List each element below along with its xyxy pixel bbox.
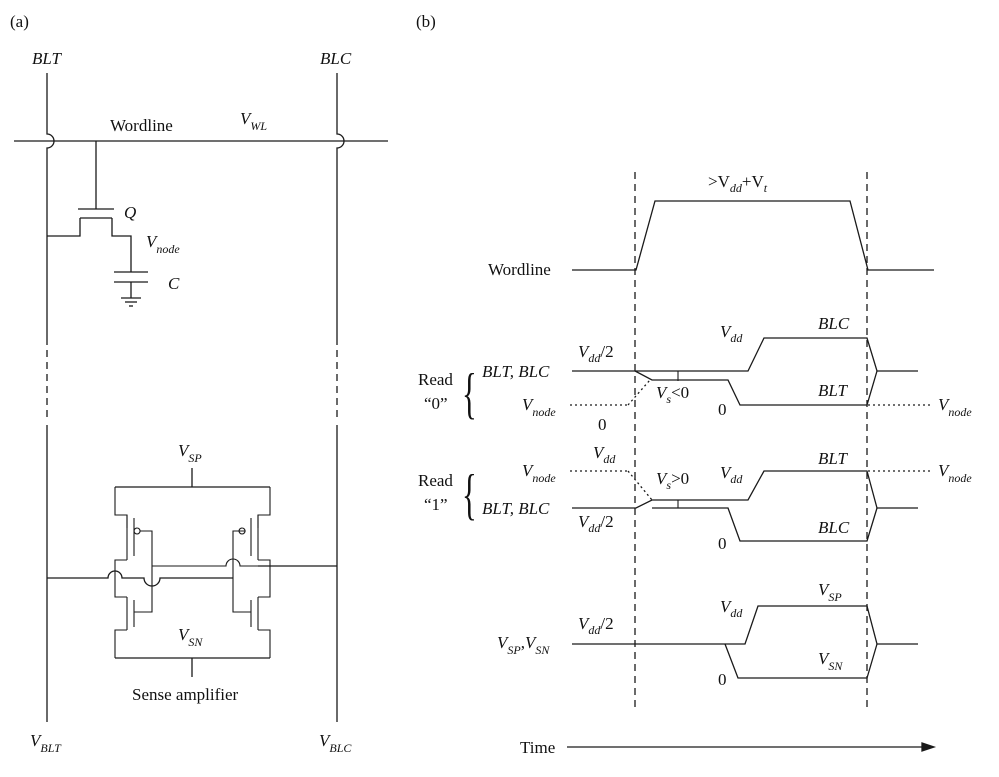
bitline-blt <box>46 73 55 345</box>
read0-blt-label: BLT <box>818 381 848 400</box>
capacitor-c-label: C <box>168 274 180 293</box>
read0-value-label: “0” <box>424 394 448 413</box>
wordline-label: Wordline <box>110 116 173 135</box>
time-axis-label: Time <box>520 738 555 757</box>
read1-blt-label: BLT <box>818 449 848 468</box>
read1-vdd2-label: Vdd/2 <box>578 512 614 535</box>
left-pmos-bubble <box>133 527 141 535</box>
read0-blc-label: BLC <box>818 314 850 333</box>
bitline-blt-tap <box>47 570 233 587</box>
v-sn-label: VSN <box>178 625 203 649</box>
right-pmos-bubble <box>238 527 246 535</box>
panel-a-schematic: (a) BLT BLC Wordline VWL Q Vnode <box>10 12 388 755</box>
read1-vdd-top-label: Vdd <box>593 443 616 466</box>
read0-vnode-label: Vnode <box>522 395 556 419</box>
right-gates-join <box>232 530 251 613</box>
wordline-signal-label: Wordline <box>488 260 551 279</box>
wordline-waveform <box>572 200 934 271</box>
read1-vnode-fall <box>627 470 653 501</box>
read1-read-label: Read <box>418 471 453 490</box>
left-gates-join <box>134 530 153 613</box>
read0-blt-waveform <box>634 370 878 406</box>
read1-zero-label: 0 <box>718 534 727 553</box>
supply-signal-label: VSP,VSN <box>497 633 550 657</box>
read0-pair-label: BLT, BLC <box>482 362 550 381</box>
v-sp-label: VSP <box>178 441 202 465</box>
right-pmos-source <box>257 487 271 528</box>
left-pmos-source <box>114 487 128 528</box>
read0-brace: { <box>462 362 477 424</box>
left-output <box>114 559 127 598</box>
left-nmos-source <box>114 629 127 658</box>
v-blt-label: VBLT <box>30 731 62 755</box>
supply-vsn-waveform <box>724 643 878 679</box>
read0-vnode-rise <box>627 379 651 406</box>
panel-b-label: (b) <box>416 12 436 31</box>
supply-sn-label: VSN <box>818 649 843 673</box>
read1-blt-waveform <box>572 470 918 509</box>
read0-blc-waveform <box>572 337 918 372</box>
v-wl-label: VWL <box>240 109 267 133</box>
blt-label: BLT <box>32 49 62 68</box>
supply-sp-label: VSP <box>818 580 842 604</box>
read0-vnode-end-label: Vnode <box>938 395 972 419</box>
read0-zero-start: 0 <box>598 415 607 434</box>
read0-vdd2-label: Vdd/2 <box>578 342 614 365</box>
read1-vnode-end-label: Vnode <box>938 461 972 485</box>
read0-zero-label: 0 <box>718 400 727 419</box>
transistor-source <box>47 218 81 237</box>
read1-vdd-label: Vdd <box>720 463 743 486</box>
time-axis-arrowhead <box>921 742 937 752</box>
right-nmos-source <box>258 629 271 658</box>
panel-a-label: (a) <box>10 12 29 31</box>
read1-vnode-label: Vnode <box>522 461 556 485</box>
read0-vdd-label: Vdd <box>720 322 743 345</box>
transistor-drain <box>111 218 132 272</box>
panel-b-timing: (b) >Vdd+Vt Wordline Read “0” { BLT, BLC… <box>416 12 972 757</box>
transistor-q-label: Q <box>124 203 136 222</box>
sense-amplifier-label: Sense amplifier <box>132 685 239 704</box>
bitline-blc <box>336 73 345 345</box>
supply-vdd-label: Vdd <box>720 597 743 620</box>
read1-blc-waveform <box>652 507 878 542</box>
read0-vs-label: Vs<0 <box>656 383 689 406</box>
read1-brace: { <box>462 463 477 525</box>
read1-pair-label: BLT, BLC <box>482 499 550 518</box>
read1-blc-label: BLC <box>818 518 850 537</box>
read0-read-label: Read <box>418 370 453 389</box>
supply-vsp-waveform <box>572 605 918 645</box>
read1-vs-label: Vs>0 <box>656 469 689 492</box>
v-node-label: Vnode <box>146 232 180 256</box>
supply-zero-label: 0 <box>718 670 727 689</box>
blc-label: BLC <box>320 49 352 68</box>
read1-value-label: “1” <box>424 495 448 514</box>
wordline-high-label: >Vdd+Vt <box>708 172 768 195</box>
cross-couple-a <box>152 558 258 567</box>
v-blc-label: VBLC <box>319 731 352 755</box>
supply-vdd2-label: Vdd/2 <box>578 614 614 637</box>
right-output <box>258 559 271 598</box>
